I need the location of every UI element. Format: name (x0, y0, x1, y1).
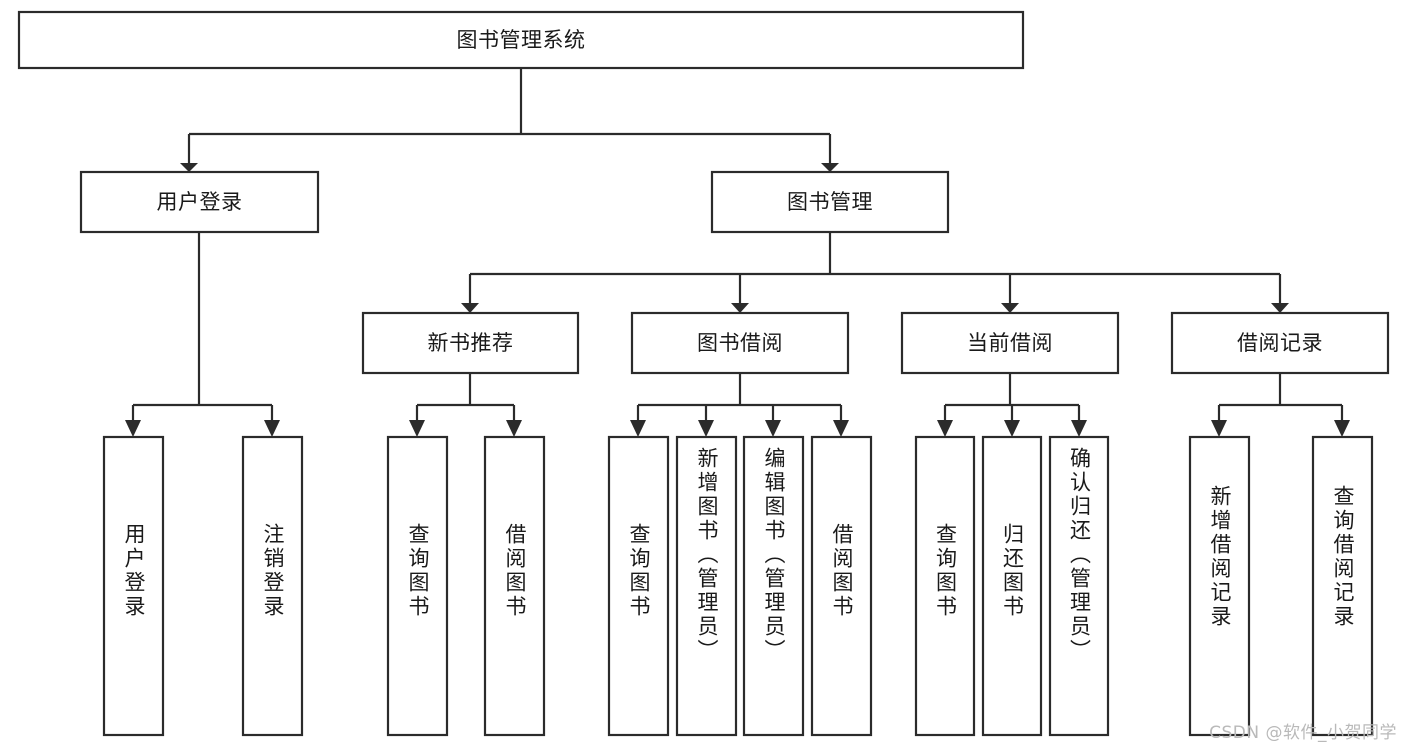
node-current-borrow[interactable]: 当前借阅 (900, 311, 1120, 375)
leaf-box-confirm-return[interactable] (1048, 435, 1110, 737)
arrowhead-icon (1334, 420, 1350, 437)
arrowhead-layer (125, 163, 1350, 437)
node-book-manage-label: 图书管理 (787, 190, 873, 214)
arrowhead-icon (1271, 303, 1289, 313)
node-borrow-record[interactable]: 借阅记录 (1170, 311, 1390, 375)
node-root-label: 图书管理系统 (457, 28, 586, 52)
leaf-box-edit-book[interactable] (742, 435, 805, 737)
node-new-book-rec[interactable]: 新书推荐 (361, 311, 580, 375)
arrowhead-icon (698, 420, 714, 437)
connector-currentborrow-to-leaves (943, 373, 1081, 427)
arrowhead-icon (731, 303, 749, 313)
leaf-box-query-book-cur[interactable] (914, 435, 976, 737)
arrowhead-icon (1004, 420, 1020, 437)
arrowhead-icon (264, 420, 280, 437)
leaf-box-layer[interactable] (102, 435, 1374, 737)
connector-bookmanage-to-level3 (468, 232, 1282, 303)
node-new-book-rec-label: 新书推荐 (428, 331, 514, 355)
leaf-box-query-record[interactable] (1311, 435, 1374, 737)
leaf-box-query-book[interactable] (607, 435, 670, 737)
leaf-box-return-book[interactable] (981, 435, 1043, 737)
connector-root-to-level2 (187, 68, 832, 163)
arrowhead-icon (1211, 420, 1227, 437)
connector-borrowrecord-to-leaves (1217, 373, 1344, 427)
leaf-box-user-login[interactable] (102, 435, 165, 737)
arrowhead-icon (506, 420, 522, 437)
arrowhead-icon (630, 420, 646, 437)
leaf-box-add-book[interactable] (675, 435, 738, 737)
arrowhead-icon (833, 420, 849, 437)
node-current-borrow-box[interactable] (900, 311, 1120, 375)
node-book-borrow-label: 图书借阅 (697, 331, 783, 355)
connector-layer (131, 68, 1344, 427)
node-borrow-record-label: 借阅记录 (1237, 331, 1323, 355)
node-borrow-record-box[interactable] (1170, 311, 1390, 375)
node-new-book-rec-box[interactable] (361, 311, 580, 375)
arrowhead-icon (937, 420, 953, 437)
arrowhead-icon (461, 303, 479, 313)
arrowhead-icon (180, 163, 198, 172)
arrowhead-icon (1071, 420, 1087, 437)
leaf-box-logout[interactable] (241, 435, 304, 737)
connector-bookborrow-to-leaves (636, 373, 843, 427)
node-user-login-box[interactable] (79, 170, 320, 234)
connector-userlogin-to-leaves (131, 232, 274, 427)
node-book-borrow-box[interactable] (630, 311, 850, 375)
node-book-manage[interactable]: 图书管理 (710, 170, 950, 234)
node-user-login[interactable]: 用户登录 (79, 170, 320, 234)
leaf-box-add-record[interactable] (1188, 435, 1251, 737)
leaf-box-borrow-book-rec[interactable] (483, 435, 546, 737)
node-book-manage-box[interactable] (710, 170, 950, 234)
arrowhead-icon (409, 420, 425, 437)
node-current-borrow-label: 当前借阅 (967, 331, 1053, 355)
node-book-borrow[interactable]: 图书借阅 (630, 311, 850, 375)
leaf-box-borrow-book[interactable] (810, 435, 873, 737)
node-root-box[interactable] (17, 10, 1025, 70)
connector-newbookrec-to-leaves (415, 373, 516, 427)
arrowhead-icon (125, 420, 141, 437)
arrowhead-icon (821, 163, 839, 172)
arrowhead-icon (1001, 303, 1019, 313)
arrowhead-icon (765, 420, 781, 437)
node-user-login-label: 用户登录 (157, 190, 243, 214)
node-root[interactable]: 图书管理系统 (17, 10, 1025, 70)
leaf-box-query-book-rec[interactable] (386, 435, 449, 737)
